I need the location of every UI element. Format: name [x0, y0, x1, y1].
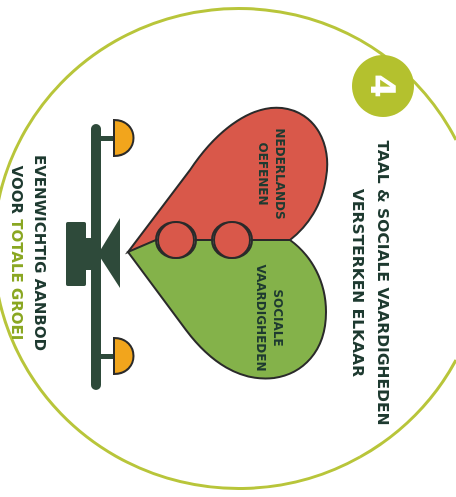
badge-circle — [352, 55, 414, 117]
ring-arc-right-bottom — [359, 359, 456, 459]
heart-left-label-line-1: NEDERLANDS — [273, 128, 287, 219]
title-line-1: TAAL & SOCIALE VAARDIGHEDEN — [374, 140, 392, 425]
heart-right-label-line-1: SOCIALE — [271, 289, 285, 346]
heart-left-label-line-2: OEFENEN — [256, 142, 270, 205]
heart-left-label: NEDERLANDS OEFENEN — [256, 128, 287, 219]
caption-line-2-highlight: TOTALE GROEI — [8, 219, 26, 340]
heart-right-label-line-2: VAARDIGHEDEN — [254, 264, 268, 371]
ring-arc-right — [359, 38, 456, 141]
scale-pan-bottom — [113, 336, 135, 376]
balance-scale — [66, 118, 135, 390]
ring-arc — [0, 7, 361, 490]
caption-line-1: EVENWICHTIG AANBOD — [31, 155, 49, 351]
scale-stem — [84, 238, 98, 270]
step-badge: 4 — [352, 55, 414, 117]
heart-green-half — [126, 238, 328, 380]
scale-base — [66, 222, 86, 286]
scale-pan-bottom-arm — [101, 354, 115, 359]
title-block: TAAL & SOCIALE VAARDIGHEDEN VERSTERKEN E… — [349, 140, 392, 425]
scale-pan-top-arm — [101, 136, 115, 141]
caption-block: EVENWICHTIG AANBOD VOOR TOTALE GROEI — [8, 155, 49, 351]
heart-right-label: SOCIALE VAARDIGHEDEN — [254, 264, 285, 371]
puzzle-knob-right — [213, 221, 251, 259]
badge-number: 4 — [362, 74, 402, 98]
scale-pan-top — [113, 118, 135, 158]
caption-line-2: VOOR TOTALE GROEI — [8, 166, 26, 341]
scale-pivot — [98, 218, 120, 288]
title-line-2: VERSTERKEN ELKAAR — [349, 189, 367, 377]
caption-line-2-prefix: VOOR — [8, 166, 26, 220]
puzzle-knob-left — [157, 221, 195, 259]
